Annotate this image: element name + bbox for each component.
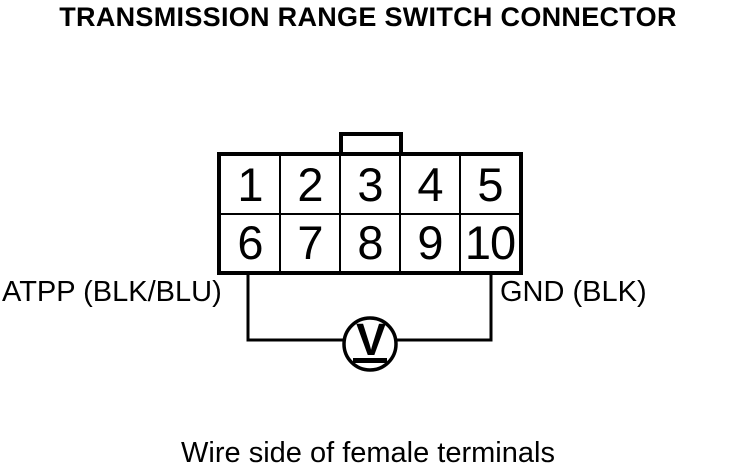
connector-body: 1 2 3 4 5 6 7 8 9 10: [217, 152, 523, 275]
pin-1: 1: [221, 156, 279, 213]
pin-10: 10: [461, 214, 519, 271]
pin-2: 2: [281, 156, 339, 213]
diagram-title: TRANSMISSION RANGE SWITCH CONNECTOR: [59, 2, 677, 32]
wire-label-atpp: ATPP (BLK/BLU): [2, 276, 222, 308]
pin-7: 7: [281, 214, 339, 271]
left-wire: [246, 272, 345, 342]
wire-label-gnd: GND (BLK): [500, 276, 647, 308]
pin-5: 5: [461, 156, 519, 213]
voltmeter-circle: [342, 316, 398, 372]
pin-6: 6: [221, 214, 279, 271]
pin-3: 3: [341, 156, 399, 213]
caption: Wire side of female terminals: [181, 437, 555, 469]
pin-9: 9: [401, 214, 459, 271]
pin-8: 8: [341, 214, 399, 271]
voltmeter-symbol: V: [356, 314, 386, 365]
right-wire: [396, 272, 493, 342]
voltmeter-icon: V: [342, 314, 398, 372]
pin-4: 4: [401, 156, 459, 213]
